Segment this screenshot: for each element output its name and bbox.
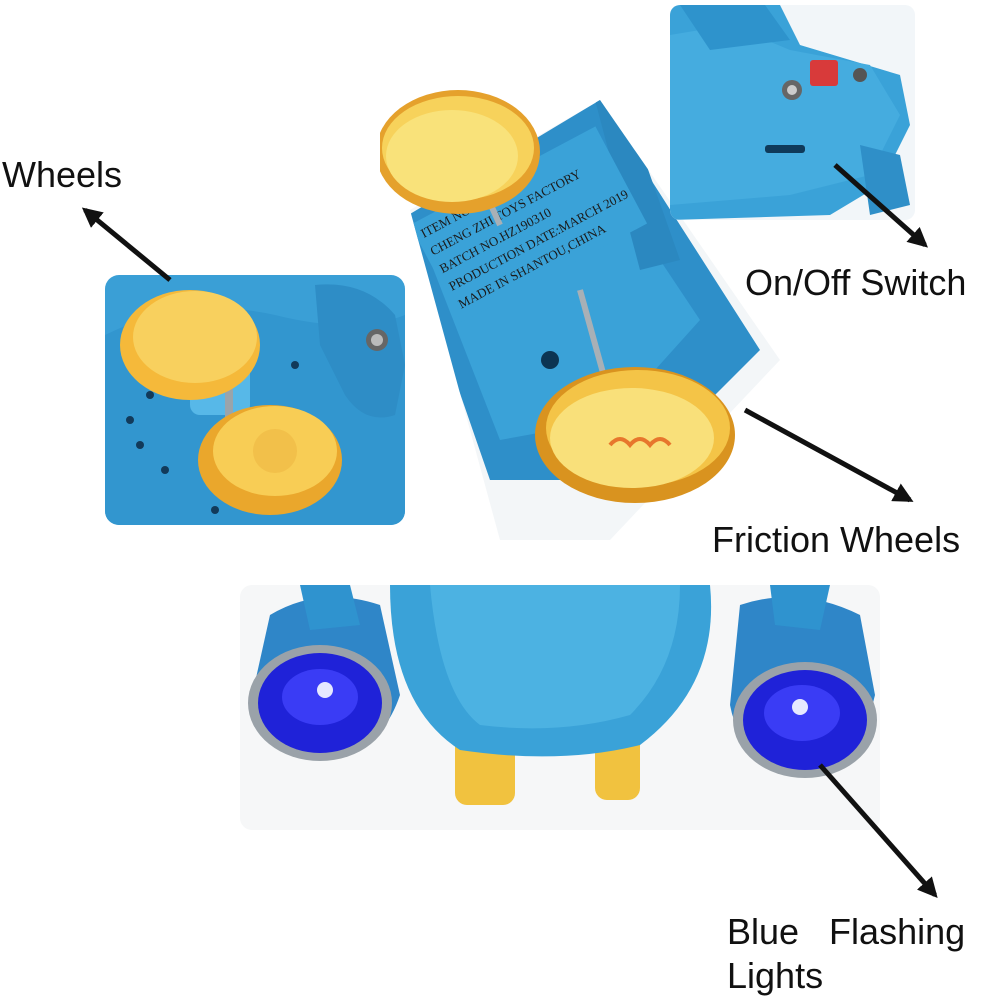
wheels-label: Wheels [2, 154, 123, 195]
blue-flashing-label: Blue Flashing [727, 911, 966, 952]
lights-label: Lights [727, 955, 824, 996]
friction-wheels-label: Friction Wheels [712, 519, 961, 560]
friction-wheels-photo-panel: ITEM NO: 581 CHENG ZHI TOYS FACTORY BATC… [380, 60, 780, 540]
wheels-arrow [81, 207, 172, 282]
lights-photo-panel [240, 585, 880, 830]
wheels-photo-panel [105, 275, 405, 525]
friction-wheels-arrow [743, 407, 914, 503]
on-off-switch-arrow [833, 163, 928, 248]
friction-wheels-photo: ITEM NO: 581 CHENG ZHI TOYS FACTORY BATC… [380, 90, 780, 540]
blue-lights-arrow [818, 763, 938, 898]
wheels-photo [105, 275, 405, 525]
on-off-switch-label: On/Off Switch [745, 262, 967, 303]
lights-photo [240, 585, 880, 830]
switch-photo-panel [670, 5, 915, 220]
switch-photo [670, 5, 915, 220]
